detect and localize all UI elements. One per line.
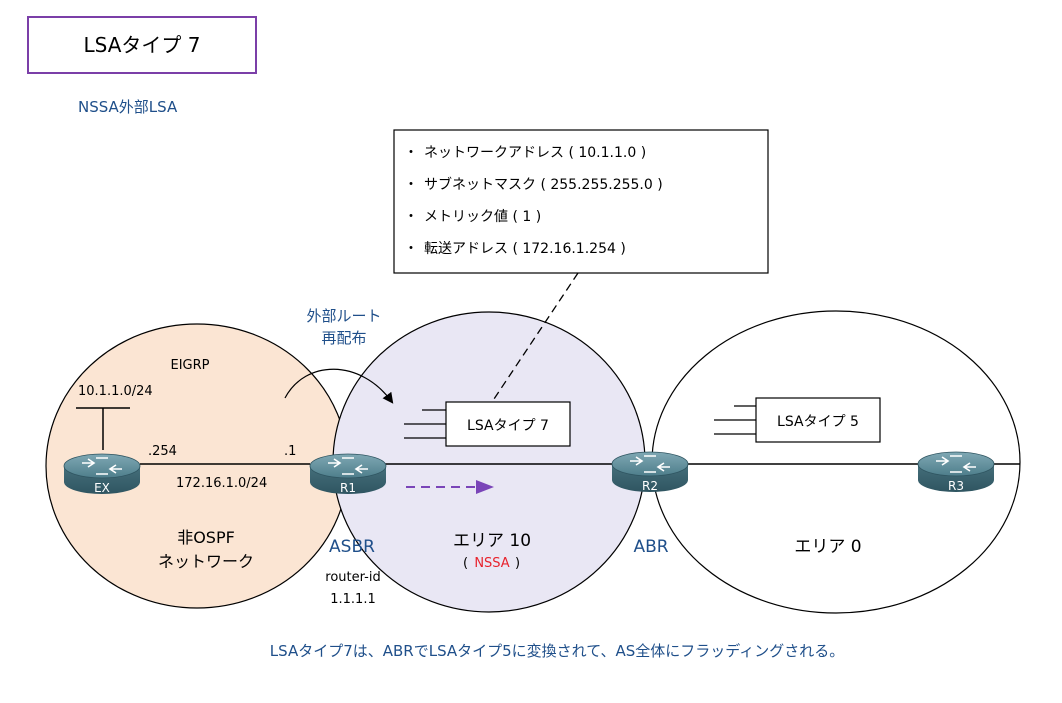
redistribute-label-line2: 再配布 [321, 329, 366, 347]
info-item-subnet-mask: サブネットマスク ( 255.255.255.0 ) [424, 176, 663, 193]
subtitle-text: NSSA外部LSA [78, 98, 178, 116]
title-box [27, 16, 257, 74]
asbr-label: ASBR [329, 537, 375, 557]
router-ex-label: EX [94, 481, 110, 495]
ex-host-address: .254 [148, 444, 177, 459]
footer-caption: LSAタイプ7は、ABRでLSAタイプ5に変換されて、AS全体にフラッディングさ… [270, 642, 844, 660]
non-ospf-label-line2: ネットワーク [158, 552, 254, 571]
info-bullet: ・ [404, 177, 418, 193]
router-id-value: 1.1.1.1 [330, 592, 375, 607]
router-r2-label: R2 [642, 479, 658, 493]
ex-r1-subnet: 172.16.1.0/24 [176, 476, 267, 491]
lsa5-packet-label: LSAタイプ 5 [777, 414, 859, 430]
lsa7-flow-arrowhead [476, 480, 494, 494]
info-bullet: ・ [404, 145, 418, 161]
info-bullet: ・ [404, 209, 418, 225]
info-bullet: ・ [404, 241, 418, 257]
non-ospf-label-line1: 非OSPF [177, 528, 235, 547]
area10-name: エリア 10 [453, 531, 531, 551]
info-item-forward-address: 転送アドレス ( 172.16.1.254 ) [424, 241, 626, 257]
router-r3 [917, 451, 995, 492]
title-text: LSAタイプ 7 [84, 33, 201, 57]
lsa-info-box [393, 129, 769, 274]
router-ex [63, 453, 141, 494]
router-id-label: router-id [325, 570, 380, 585]
area10-paren-open: ( [463, 556, 468, 571]
info-item-network-address: ネットワークアドレス ( 10.1.1.0 ) [424, 145, 646, 161]
info-item-metric: メトリック値 ( 1 ) [424, 209, 541, 225]
redistribute-arrow [284, 368, 394, 404]
ex-network-label: 10.1.1.0/24 [78, 384, 153, 399]
router-r1-label: R1 [340, 481, 356, 495]
router-r1 [309, 453, 387, 494]
area0-name: エリア 0 [794, 537, 861, 557]
eigrp-label: EIGRP [171, 358, 210, 373]
lsa-info-list: ・ ネットワークアドレス ( 10.1.1.0 ) ・ サブネットマスク ( 2… [404, 145, 663, 257]
lsa5-packet [714, 397, 881, 443]
area10-paren-close: ) [515, 556, 520, 571]
r1-host-address: .1 [284, 444, 296, 459]
abr-label: ABR [633, 537, 668, 557]
area10-type: NSSA [474, 556, 509, 571]
lsa7-packet [404, 401, 571, 447]
router-r2 [611, 451, 689, 492]
redistribute-label-line1: 外部ルート [306, 307, 381, 325]
lsa7-packet-label: LSAタイプ 7 [467, 418, 549, 434]
router-r3-label: R3 [948, 479, 964, 493]
